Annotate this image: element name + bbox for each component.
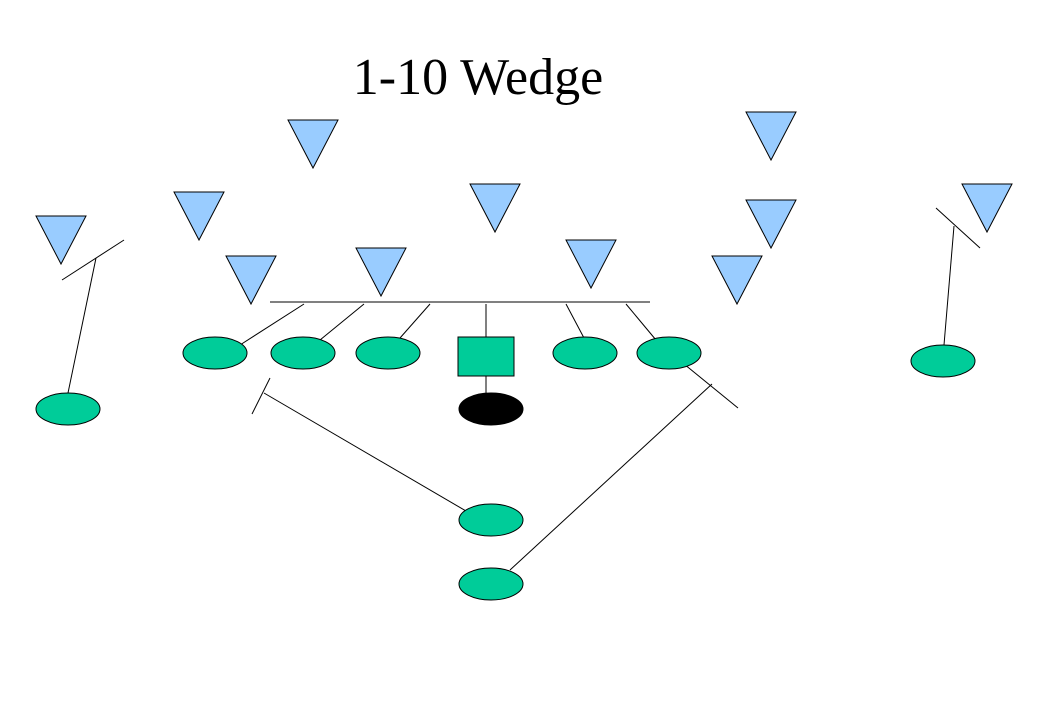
defender-8 [745,111,797,162]
defender-10 [711,255,763,306]
defender-7 [565,239,617,290]
block-line-left-tackle [239,303,305,346]
route-right-receiver [943,225,955,346]
defender-5 [355,247,407,298]
offense-left-guard [270,336,336,370]
ball-carrier [458,392,524,426]
block-line-right-tackle [625,303,657,341]
offense-right-tackle [636,336,702,370]
block-mark-right-receiver [935,207,981,249]
route-back-1 [263,392,479,519]
defender-1 [35,215,87,266]
block-line-right-guard [565,303,585,339]
defender-6 [469,183,521,234]
defender-4 [225,255,277,306]
offense-right-guard [552,336,618,370]
offense-left-receiver [35,392,101,426]
defender-11 [961,183,1013,234]
block-line-left-center [399,303,431,339]
offense-back-2 [458,567,524,601]
defender-2 [173,191,225,242]
offense-back-1 [458,503,524,537]
offense-left-center [355,336,421,370]
block-mark-back-2 [683,363,739,409]
block-mark-back-1 [251,377,271,415]
route-back-2 [509,383,713,571]
offense-center [457,336,515,377]
diagram-title: 1-10 Wedge [352,49,604,106]
defender-3 [287,119,339,170]
block-mark-left-receiver [61,239,125,281]
route-left-receiver [67,257,97,394]
defender-9 [745,199,797,250]
offense-right-receiver [910,344,976,378]
block-line-left-guard [319,303,365,341]
offense-left-tackle [182,336,248,370]
